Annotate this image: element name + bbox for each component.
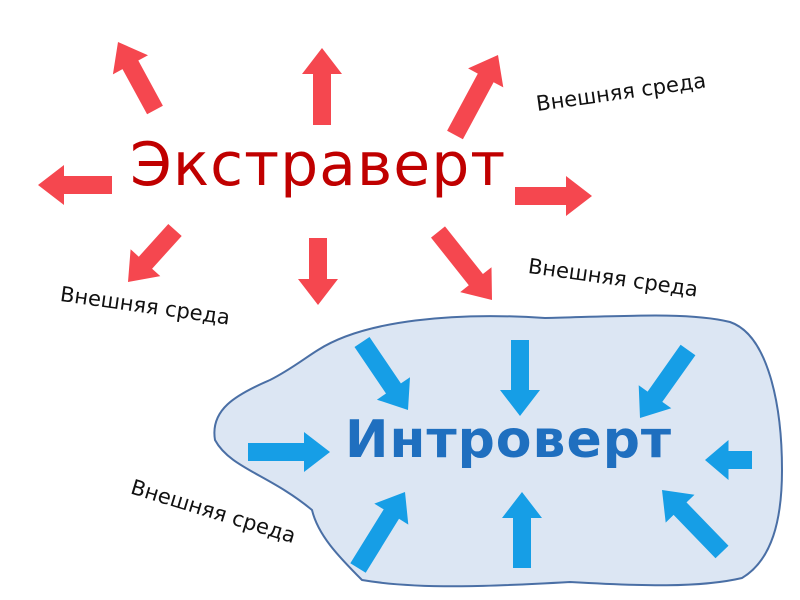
inward-arrow	[638, 344, 696, 418]
inward-arrow	[502, 492, 542, 568]
outward-arrow	[302, 48, 342, 125]
inward-arrow	[500, 340, 540, 416]
introvert-label: Интроверт	[345, 410, 673, 470]
outward-arrow	[128, 224, 182, 282]
outward-arrow	[38, 165, 112, 205]
outward-arrow	[298, 238, 338, 305]
inward-arrow	[248, 432, 330, 472]
inward-arrow	[350, 492, 409, 573]
outward-arrow	[431, 226, 492, 300]
outward-arrow	[112, 42, 163, 115]
outward-arrow	[515, 176, 592, 216]
inward-arrow	[705, 440, 752, 480]
extravert-label: Экстраверт	[130, 130, 507, 200]
inward-arrow	[662, 490, 729, 559]
introvert-inner-world-shape	[213, 314, 784, 588]
outward-arrow	[447, 55, 504, 140]
inward-arrow	[354, 337, 410, 410]
